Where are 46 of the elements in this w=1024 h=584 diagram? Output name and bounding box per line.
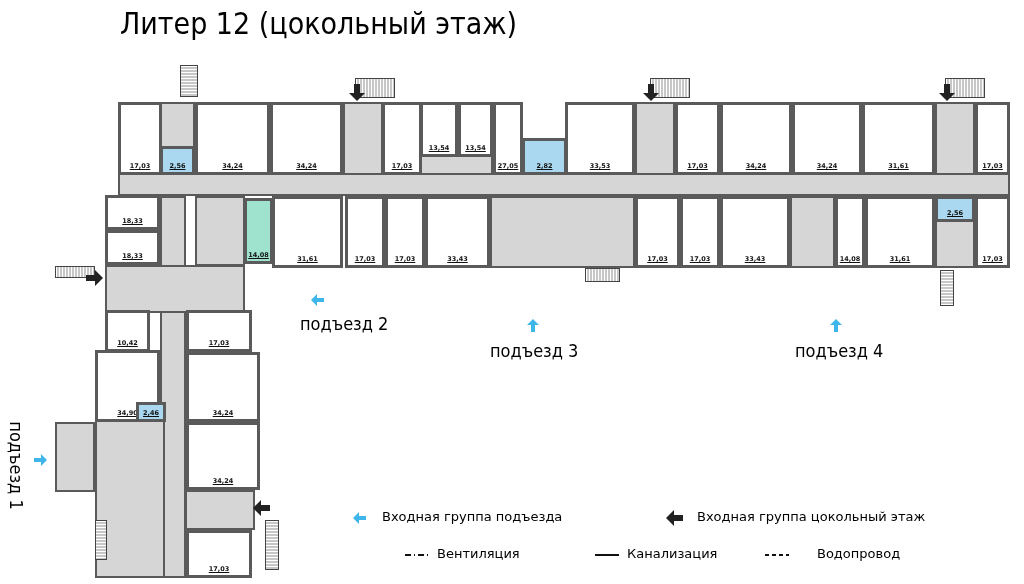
room (270, 102, 343, 175)
legend-text: Вентиляция (437, 546, 520, 561)
room (118, 102, 162, 175)
entrance-label: подъезд 2 (300, 313, 389, 334)
room (675, 102, 720, 175)
room (792, 102, 862, 175)
room (244, 198, 273, 264)
room (680, 196, 720, 268)
room (425, 196, 490, 268)
bathroom (522, 138, 567, 175)
room (186, 530, 252, 578)
title: Литер 12 (цокольный этаж) (120, 6, 518, 41)
bathroom (160, 146, 195, 175)
entrance-label: подъезд 1 (5, 421, 27, 510)
room (420, 102, 458, 157)
room (186, 352, 260, 422)
room (865, 196, 935, 268)
room (493, 102, 523, 175)
room (105, 310, 150, 352)
room (272, 196, 343, 268)
room (720, 102, 792, 175)
room (186, 310, 252, 352)
room (635, 196, 680, 268)
room (382, 102, 422, 175)
room (186, 422, 260, 490)
entrance-label: подъезд 3 (490, 340, 579, 361)
room (105, 230, 160, 265)
legend-text: Водопровод (817, 546, 901, 561)
legend-text: Входная группа подъезда (382, 509, 563, 524)
room (835, 196, 865, 268)
room (105, 195, 160, 230)
room (862, 102, 935, 175)
room (720, 196, 790, 268)
room (458, 102, 493, 157)
legend-text: Канализация (627, 546, 718, 561)
room (975, 196, 1010, 268)
legend-text: Входная группа цокольный этаж (697, 509, 926, 524)
room (195, 102, 270, 175)
bathroom (935, 196, 975, 222)
bathroom (136, 402, 166, 422)
room (95, 350, 160, 422)
room (385, 196, 425, 268)
room (345, 196, 385, 268)
room (565, 102, 635, 175)
entrance-label: подъезд 4 (795, 340, 884, 361)
room (975, 102, 1010, 175)
